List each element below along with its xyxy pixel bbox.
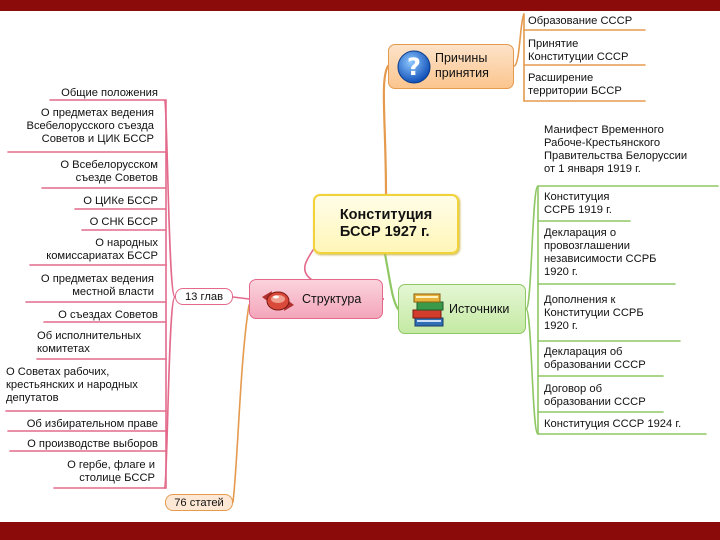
question-icon: ? [397, 50, 431, 84]
sources-item[interactable]: Конституция СССР 1924 г. [544, 418, 682, 430]
sources-item[interactable]: Декларация об образовании СССР [544, 346, 646, 371]
structure-label: Структура [302, 292, 362, 306]
chapter-item[interactable]: О съездах Советов [58, 309, 158, 321]
causes-item[interactable]: Расширение территории БССР [528, 72, 622, 97]
structure-topic[interactable]: Структура [249, 279, 383, 319]
sources-item[interactable]: Конституция ССРБ 1919 г. [544, 191, 612, 216]
chapter-item[interactable]: О народных комиссариатах БССР [46, 237, 158, 262]
top-frame-bar [0, 0, 720, 11]
sources-item[interactable]: Манифест Временного Рабоче-Крестьянского… [544, 124, 688, 175]
sources-topic[interactable]: Источники [398, 284, 526, 334]
central-title: Конституция БССР 1927 г. [339, 207, 433, 240]
chapter-item[interactable]: О предметах ведения местной власти [40, 273, 154, 298]
chapter-item[interactable]: Об исполнительных комитетах [37, 330, 142, 355]
chapters-count-badge[interactable]: 13 глав [175, 288, 233, 305]
chapter-item[interactable]: О ЦИКе БССР [83, 195, 158, 207]
chapter-item[interactable]: Об избирательном праве [26, 418, 158, 430]
central-topic[interactable]: Конституция БССР 1927 г. [313, 194, 459, 254]
chapter-item[interactable]: О Советах рабочих, крестьянских и народн… [6, 366, 138, 404]
causes-label: Причины принятия [435, 51, 489, 80]
chapter-item[interactable]: Общие положения [61, 87, 158, 99]
sources-item[interactable]: Декларация о провозглашении независимост… [544, 227, 657, 278]
books-icon [412, 293, 444, 327]
sources-label: Источники [449, 302, 510, 316]
chapter-item[interactable]: О производстве выборов [27, 438, 158, 450]
causes-item[interactable]: Принятие Конституции СССР [528, 38, 629, 63]
candy-icon [262, 291, 294, 311]
articles-count-badge[interactable]: 76 статей [165, 494, 233, 511]
chapter-item[interactable]: О Всебелорусском съезде Советов [60, 159, 158, 184]
chapter-item[interactable]: О СНК БССР [89, 216, 158, 228]
sources-item[interactable]: Дополнения к Конституции ССРБ 1920 г. [544, 294, 644, 332]
bottom-frame-bar [0, 522, 720, 540]
chapter-item[interactable]: О предметах ведения Всебелорусского съез… [26, 107, 154, 145]
causes-item[interactable]: Образование СССР [528, 15, 633, 27]
sources-item[interactable]: Договор об образовании СССР [544, 383, 646, 408]
svg-text:?: ? [407, 53, 421, 81]
chapter-item[interactable]: О гербе, флаге и столице БССР [67, 459, 155, 484]
causes-topic[interactable]: ? Причины принятия [388, 44, 514, 89]
